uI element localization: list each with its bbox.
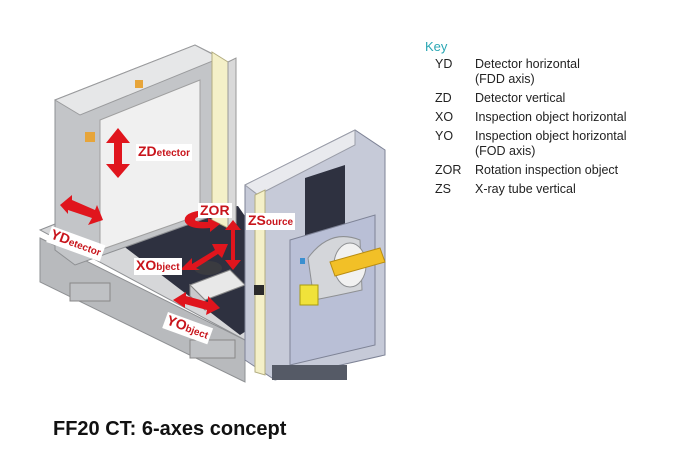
key-item: ZD Detector vertical [425,91,685,106]
figure-caption: FF20 CT: 6-axes concept [53,418,287,440]
arrow-ydetector [60,195,103,225]
key-description: Rotation inspection object [475,163,619,177]
label-zsource-main: ZS [248,212,266,228]
key-description: X-ray tube vertical [475,182,576,196]
key-description: Detector horizontal (FDD axis) [475,57,580,86]
label-xobject-main: XO [136,257,157,273]
key-item: XO Inspection object horizontal [425,110,685,125]
key-code: ZOR [435,163,462,177]
key-description: Inspection object horizontal (FOD axis) [475,129,627,158]
key-code: ZD [435,91,452,105]
label-zsource: ZSource [246,212,296,230]
key-item: ZOR Rotation inspection object [425,163,685,178]
yellow-bracket [329,247,386,277]
foot [69,282,111,302]
label-zor-main: ZOR [200,202,230,218]
arrow-zor [184,210,220,232]
key-code: YD [435,57,453,71]
key-legend: Key YD Detector horizontal (FDD axis) ZD… [425,39,685,201]
label-zdetector: ZDetector [136,143,193,161]
label-xobject: XObject [134,258,182,275]
arrow-xobject [180,244,228,270]
key-item: YO Inspection object horizontal (FOD axi… [425,129,685,159]
key-item: YD Detector horizontal (FDD axis) [425,57,685,87]
key-title: Key [425,39,448,54]
label-zor: ZOR [198,203,232,218]
label-zdetector-main: ZD [138,143,157,159]
arrow-yobject [173,292,220,315]
key-item: ZS X-ray tube vertical [425,182,685,197]
arrow-zdetector [106,128,130,178]
foot [189,339,236,359]
arrow-zsource [225,220,241,270]
key-code: YO [435,129,454,143]
axis-arrows [60,128,241,315]
label-zdetector-sub: etector [156,148,191,159]
key-code: XO [435,110,454,124]
key-description: Inspection object horizontal [475,110,627,124]
label-xobject-sub: bject [156,262,180,273]
key-description: Detector vertical [475,91,566,105]
xray-source-tower [244,129,386,381]
key-code: ZS [435,182,451,196]
label-zsource-sub: ource [265,217,294,228]
dark-window [305,165,345,240]
